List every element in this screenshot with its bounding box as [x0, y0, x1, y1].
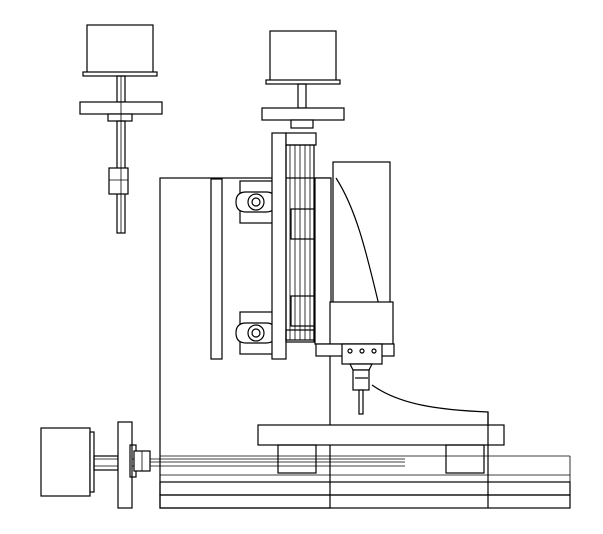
base-rails — [159, 455, 571, 509]
spindle-collet — [341, 343, 383, 391]
work-table — [257, 412, 505, 508]
linear-guides — [271, 132, 332, 360]
end-mill-bit — [358, 389, 364, 415]
x-axis-stepper-motor — [40, 421, 151, 509]
z-axis-stepper-motor-left-view — [79, 24, 163, 234]
cable-guard — [371, 384, 489, 428]
bearing-blocks — [235, 180, 277, 355]
z-axis-stepper-motor — [261, 30, 345, 129]
